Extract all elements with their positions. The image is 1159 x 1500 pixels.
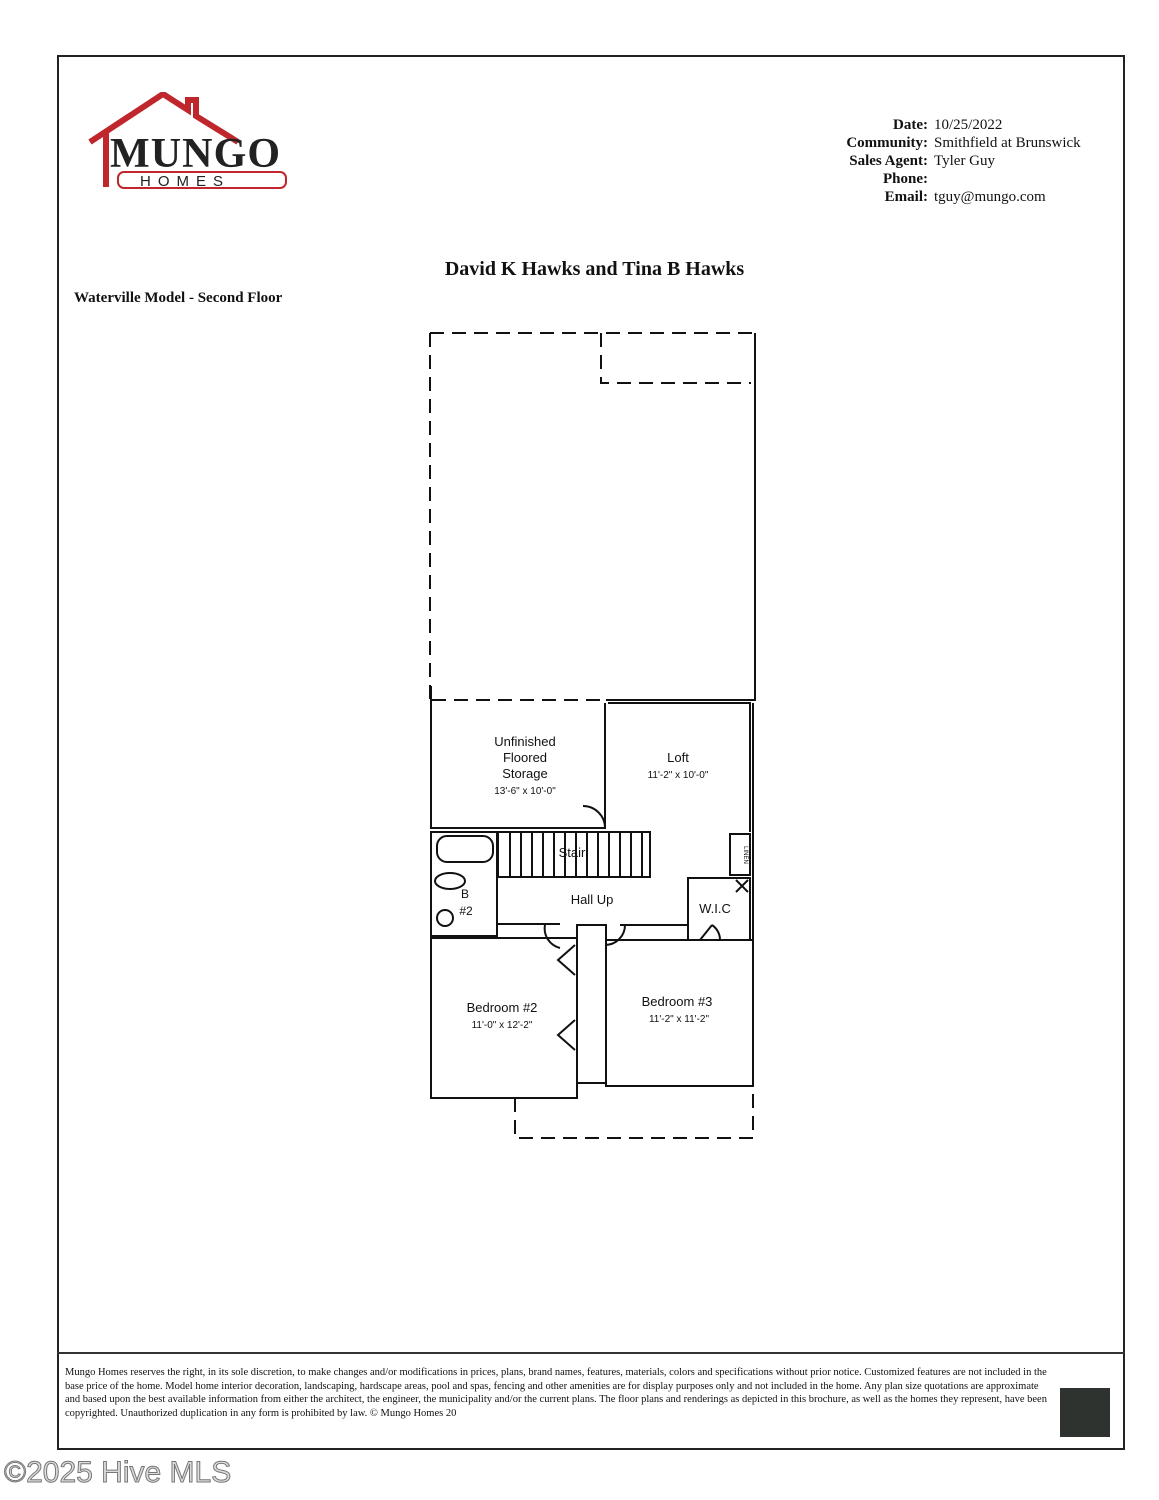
phone-label: Phone:: [883, 171, 928, 187]
loft-walls: [608, 702, 751, 832]
community-label: Community:: [846, 135, 928, 151]
agent-value: Tyler Guy: [934, 153, 996, 169]
community-value: Smithfield at Brunswick: [934, 135, 1081, 151]
date-label: Date:: [893, 117, 928, 133]
storage-label-2: Floored: [503, 750, 547, 765]
bifold-doors: [556, 944, 576, 1051]
storage-dimensions: 13'-6" x 10'-0": [494, 786, 556, 797]
linen-closet: [729, 833, 751, 876]
bedroom-3-dimensions: 11'-2" x 11'-2": [649, 1014, 709, 1025]
bedroom-2-walls: [430, 937, 578, 1099]
model-title: Waterville Model - Second Floor: [74, 290, 283, 306]
stair-treads: [509, 832, 643, 877]
page-border: [57, 55, 1125, 1450]
loft-dimensions: 11'-2" x 10'-0": [648, 770, 709, 781]
email-label: Email:: [884, 189, 928, 205]
wic-label: W.I.C: [699, 901, 731, 916]
closet-walls: [576, 924, 607, 1084]
exterior-wall: [606, 333, 756, 1086]
bedroom-3-walls: [605, 939, 754, 1087]
owner-names: David K Hawks and Tina B Hawks: [444, 258, 745, 280]
sales-info: Date: 10/25/2022 Community: Smithfield at …: [760, 116, 1081, 206]
hall-walls: [497, 923, 688, 926]
loft-label: Loft: [667, 750, 689, 765]
bath-label-2: #2: [459, 904, 473, 918]
stair-label: Stair: [559, 845, 586, 860]
footer-divider: [57, 1352, 1125, 1354]
toilet: [434, 872, 466, 890]
svg-text:HOMES: HOMES: [140, 173, 230, 190]
agent-label: Sales Agent:: [849, 153, 928, 169]
bathtub: [436, 835, 494, 863]
svg-text:MUNGO: MUNGO: [110, 131, 280, 177]
bath-label-1: B: [461, 887, 469, 901]
sink: [436, 909, 454, 927]
bedroom-2-dimensions: 11'-0" x 12'-2": [472, 1020, 533, 1031]
email-value[interactable]: tguy@mungo.com: [934, 189, 1046, 205]
linen-label: LINEN: [742, 846, 748, 864]
storage-door: [582, 805, 606, 829]
disclaimer-text: Mungo Homes reserves the right, in its s…: [65, 1367, 1047, 1419]
attic-outline: [429, 332, 757, 701]
wic-x: [735, 879, 749, 893]
date-value: 10/25/2022: [934, 117, 1003, 133]
hall-label: Hall Up: [571, 892, 614, 907]
storage-walls: [430, 686, 606, 829]
floor-plan: Unfinished Floored Storage 13'-6" x 10'-…: [429, 332, 757, 1139]
bath-walls: [430, 831, 498, 937]
bedroom-doors: [543, 924, 722, 949]
watermark: ©2025 Hive MLS: [3, 1456, 232, 1490]
mungo-homes-logo: MUNGO HOMES: [88, 92, 287, 190]
porch-outline: [514, 1086, 754, 1139]
corner-mark: [1060, 1388, 1110, 1437]
bedroom-2-label: Bedroom #2: [467, 1000, 538, 1015]
storage-label-1: Unfinished: [494, 734, 555, 749]
bedroom-3-label: Bedroom #3: [642, 994, 713, 1009]
storage-label-3: Storage: [502, 766, 548, 781]
